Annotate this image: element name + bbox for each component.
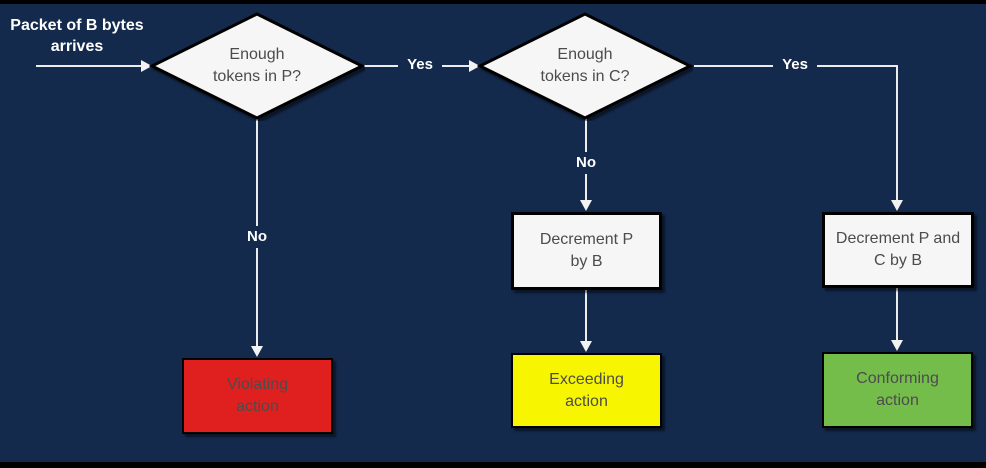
terminal-violating-action: Violating action <box>182 358 333 434</box>
top-letterbox-bar <box>0 0 986 4</box>
edge-process-p-to-exceeding <box>585 290 587 342</box>
decision-c-label: Enough tokens in C? <box>540 46 630 85</box>
diamond-shape <box>477 12 693 120</box>
arrowhead-into-decision-p <box>141 60 152 72</box>
edge-label-yes-after-p: Yes <box>398 54 442 76</box>
diamond-shape <box>149 12 365 120</box>
arrowhead-into-process-p <box>580 200 592 211</box>
edge-label-no-from-p: No <box>235 226 279 248</box>
process-decrement-p: Decrement P by B <box>511 212 662 290</box>
decision-enough-tokens-p: Enough tokens in P? <box>149 11 365 121</box>
edge-label-yes-after-c: Yes <box>773 54 817 76</box>
terminal-exceeding-action: Exceeding action <box>511 353 662 428</box>
arrowhead-into-violating <box>251 346 263 357</box>
edge-label-no-from-c: No <box>564 152 608 174</box>
arrowhead-into-process-pc <box>891 200 903 211</box>
edge-decision-c-yes-vertical <box>896 65 898 202</box>
process-decrement-p-and-c: Decrement P and C by B <box>822 212 974 288</box>
bottom-letterbox-bar <box>0 462 986 468</box>
terminal-conforming-action: Conforming action <box>822 352 973 428</box>
decision-p-label: Enough tokens in P? <box>212 46 302 85</box>
decision-enough-tokens-c: Enough tokens in C? <box>477 11 693 121</box>
arrowhead-into-exceeding <box>580 341 592 352</box>
edge-start-to-decision-p <box>36 65 142 67</box>
edge-process-pc-to-conforming <box>896 288 898 341</box>
arrowhead-into-decision-c <box>469 60 480 72</box>
arrowhead-into-conforming <box>891 340 903 351</box>
start-label: Packet of B bytes arrives <box>10 17 144 55</box>
